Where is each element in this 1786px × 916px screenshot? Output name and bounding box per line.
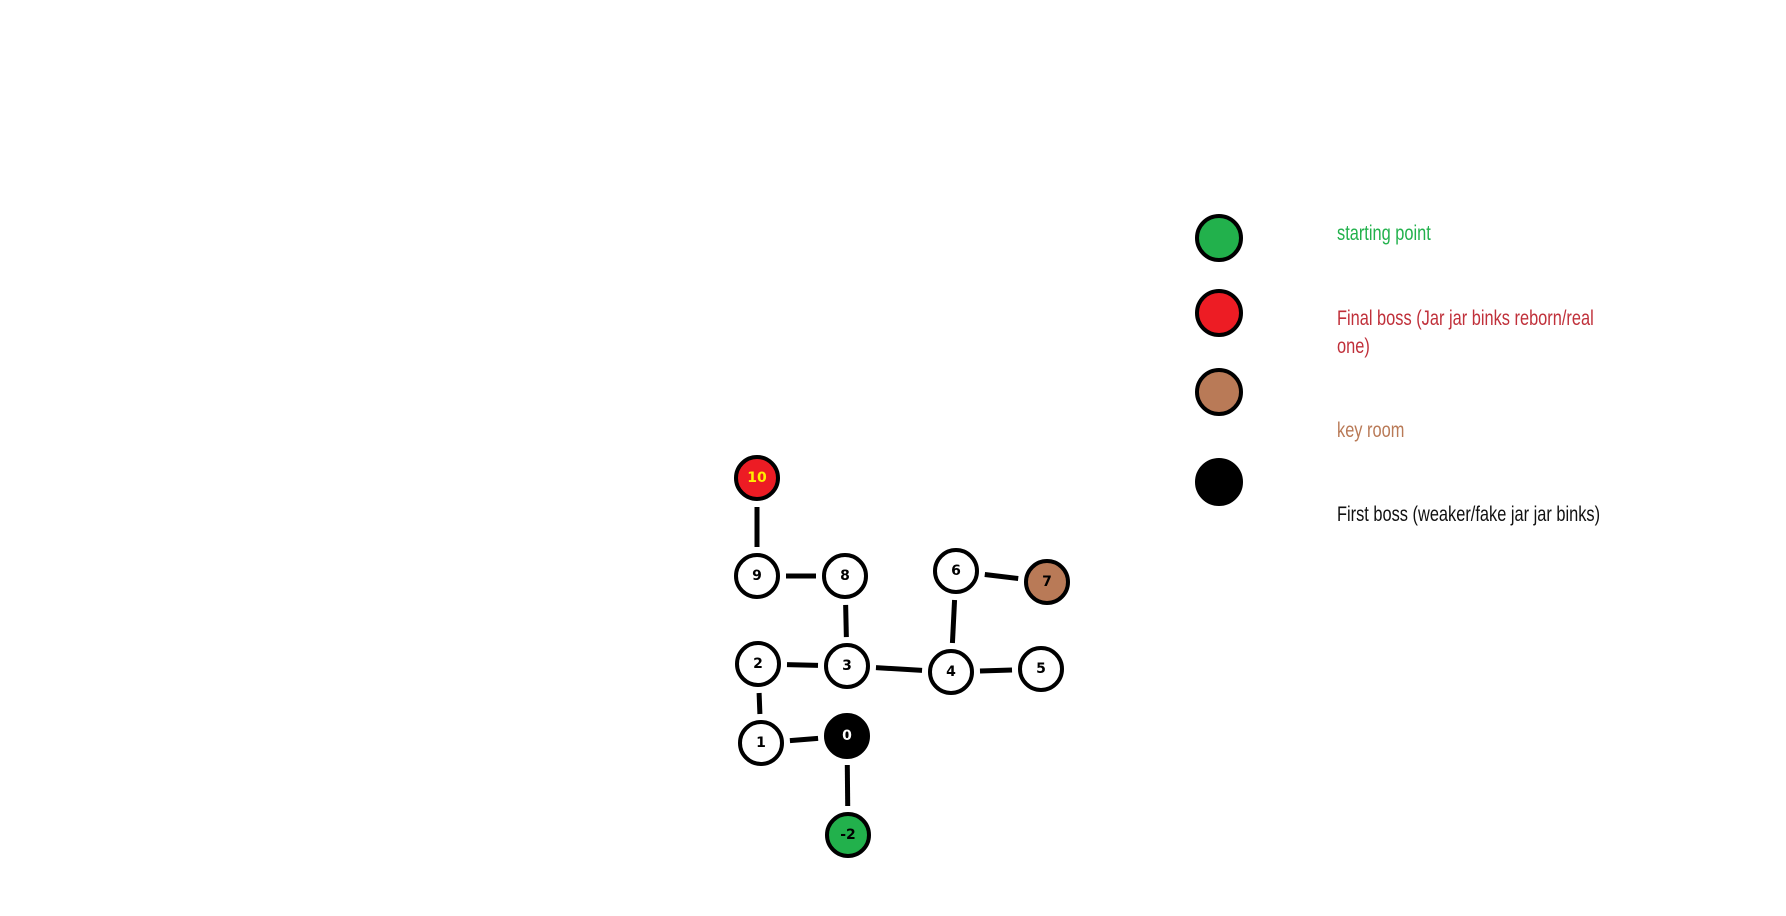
room-circle xyxy=(734,553,780,599)
room-circle xyxy=(824,643,870,689)
room-circle xyxy=(1018,646,1064,692)
room-node-3: 3 xyxy=(824,643,870,689)
map-edge xyxy=(756,692,763,715)
room-node-4: 4 xyxy=(928,649,974,695)
room-node-7: 7 xyxy=(1024,559,1070,605)
room-node-10: 10 xyxy=(734,455,780,501)
room-label: -2 xyxy=(840,827,856,843)
room-circle xyxy=(824,713,870,759)
room-circle xyxy=(822,553,868,599)
room-circle xyxy=(738,720,784,766)
room-label: 3 xyxy=(842,658,852,674)
legend-swatches xyxy=(1195,214,1243,506)
room-node--2: -2 xyxy=(825,812,871,858)
legend-text-final-cont: one) xyxy=(1337,335,1370,358)
room-label: 7 xyxy=(1042,574,1052,590)
legend-text-key: key room xyxy=(1337,419,1405,442)
room-label: 6 xyxy=(951,563,961,579)
room-circle xyxy=(735,641,781,687)
room-node-6: 6 xyxy=(933,548,979,594)
map-edge xyxy=(875,665,923,673)
room-circle xyxy=(734,455,780,501)
room-circle xyxy=(1024,559,1070,605)
legend-swatch-start xyxy=(1195,214,1243,262)
room-node-9: 9 xyxy=(734,553,780,599)
room-circle xyxy=(933,548,979,594)
room-label: 9 xyxy=(752,568,762,584)
legend-swatch-first xyxy=(1195,458,1243,506)
room-node-5: 5 xyxy=(1018,646,1064,692)
map-edge xyxy=(979,667,1013,674)
room-label: 1 xyxy=(756,735,766,751)
room-circle xyxy=(825,812,871,858)
room-label: 10 xyxy=(747,470,767,486)
map-edge xyxy=(984,571,1019,582)
map-edge xyxy=(789,735,819,744)
room-node-8: 8 xyxy=(822,553,868,599)
legend-text-final: Final boss (Jar jar binks reborn/real xyxy=(1337,307,1594,330)
map-edge xyxy=(843,604,849,638)
legend-swatch-final xyxy=(1195,289,1243,337)
legend-text-start: starting point xyxy=(1337,222,1431,245)
map-edges xyxy=(754,507,1019,807)
map-edge xyxy=(949,599,958,644)
room-node-0: 0 xyxy=(824,713,870,759)
legend-text-first: First boss (weaker/fake jar jar binks) xyxy=(1337,503,1601,526)
room-label: 5 xyxy=(1036,661,1046,677)
map-edge xyxy=(786,662,819,668)
room-label: 2 xyxy=(753,656,763,672)
room-circle xyxy=(928,649,974,695)
room-label: 4 xyxy=(946,664,956,680)
room-label: 0 xyxy=(842,728,852,744)
room-label: 8 xyxy=(840,568,850,584)
legend-swatch-key xyxy=(1195,368,1243,416)
room-node-2: 2 xyxy=(735,641,781,687)
room-node-1: 1 xyxy=(738,720,784,766)
